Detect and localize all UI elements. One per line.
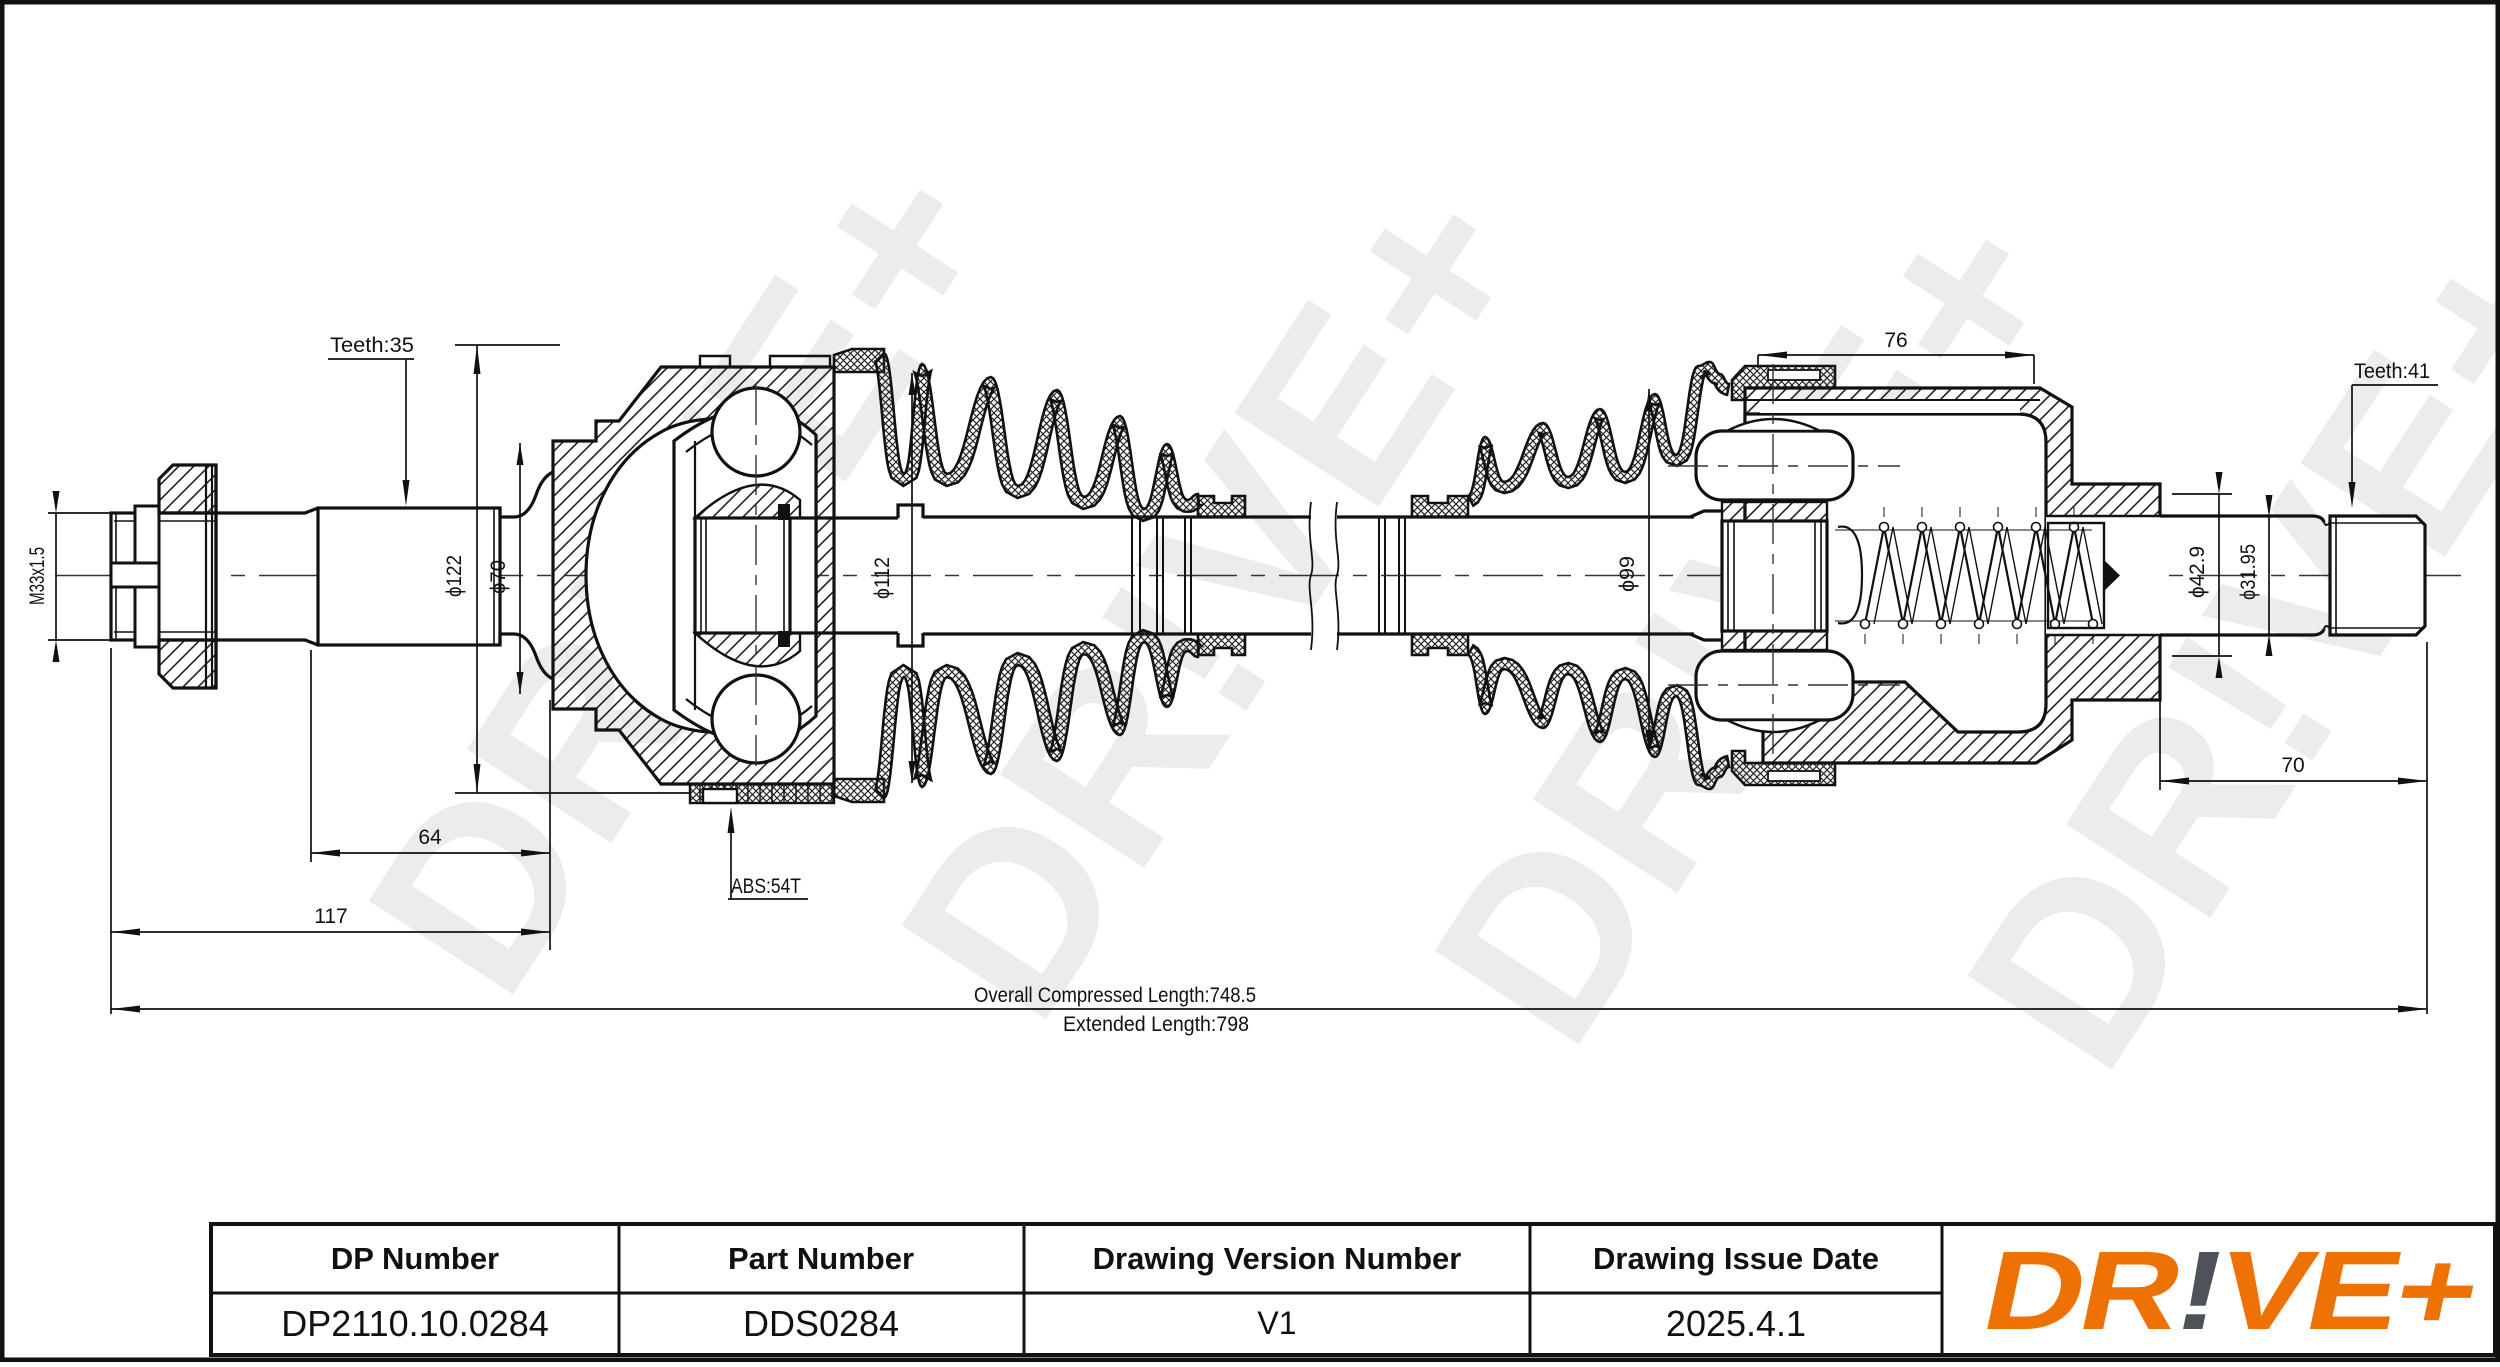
svg-text:2025.4.1: 2025.4.1 xyxy=(1666,1303,1806,1344)
svg-text:ϕ31.95: ϕ31.95 xyxy=(2237,544,2260,600)
svg-text:Extended Length:798: Extended Length:798 xyxy=(1063,1013,1249,1036)
svg-text:117: 117 xyxy=(314,905,347,928)
svg-text:DDS0284: DDS0284 xyxy=(743,1303,899,1344)
svg-text:76: 76 xyxy=(1884,329,1907,352)
svg-text:Teeth:41: Teeth:41 xyxy=(2354,360,2430,383)
svg-text:64: 64 xyxy=(418,826,442,849)
svg-text:ϕ99: ϕ99 xyxy=(1616,556,1639,592)
svg-text:V1: V1 xyxy=(1257,1305,1296,1341)
svg-text:M33x1.5: M33x1.5 xyxy=(26,547,49,605)
svg-text:DP2110.10.0284: DP2110.10.0284 xyxy=(281,1303,549,1344)
svg-text:Part Number: Part Number xyxy=(728,1241,914,1276)
svg-text:70: 70 xyxy=(2281,754,2304,777)
svg-text:Drawing Issue Date: Drawing Issue Date xyxy=(1593,1241,1879,1276)
svg-text:DR!VE+: DR!VE+ xyxy=(1973,1227,2488,1353)
svg-text:ABS:54T: ABS:54T xyxy=(731,875,801,898)
svg-text:ϕ122: ϕ122 xyxy=(443,555,466,597)
svg-text:Overall Compressed Length:74: Overall Compressed Length:748.5 xyxy=(974,984,1256,1007)
svg-text:ϕ42.9: ϕ42.9 xyxy=(2186,546,2209,598)
svg-text:Teeth:35: Teeth:35 xyxy=(330,334,414,357)
svg-text:Drawing Version Number: Drawing Version Number xyxy=(1093,1241,1462,1276)
svg-text:DP Number: DP Number xyxy=(331,1241,499,1276)
svg-text:ϕ112: ϕ112 xyxy=(871,557,894,599)
svg-text:ϕ70: ϕ70 xyxy=(487,560,510,594)
